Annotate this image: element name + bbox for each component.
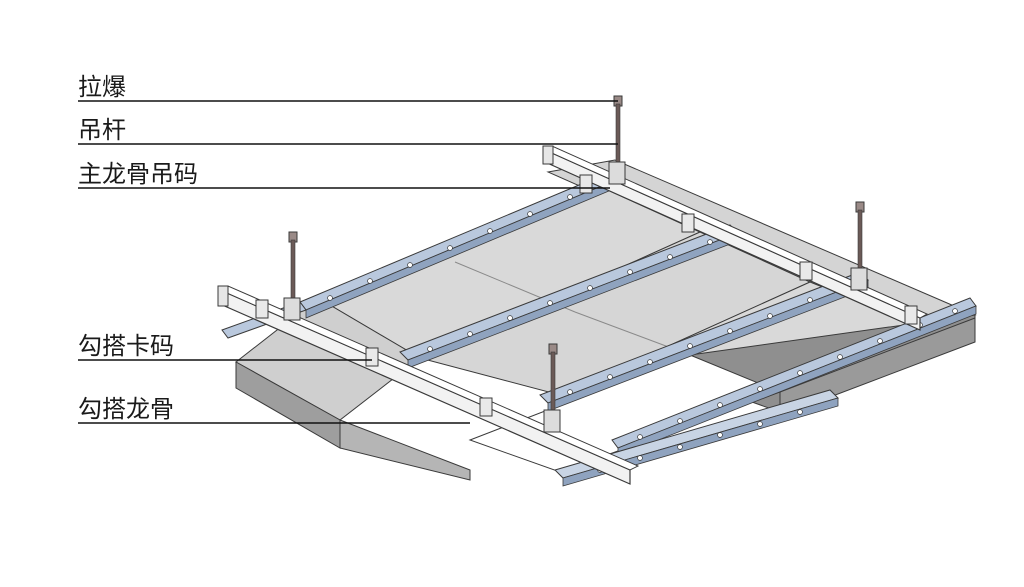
- main-keel-end: [542, 145, 554, 165]
- label-hook-keel: 勾搭龙骨: [78, 395, 174, 423]
- hook-clip: [365, 347, 379, 367]
- hook-clip: [799, 261, 813, 281]
- panel-edge-mid: [339, 419, 471, 481]
- keel-holes: [327, 194, 958, 473]
- main-keel-clip: [543, 409, 561, 433]
- hanger-rod: [550, 351, 556, 415]
- hanger-assembly-2: [283, 231, 301, 321]
- hook-clip: [579, 174, 593, 194]
- hanger-assembly-4: [543, 343, 561, 433]
- hanger-rod: [615, 103, 621, 167]
- main-keels: [217, 145, 929, 485]
- label-expansion-bolt: 拉爆: [78, 73, 126, 101]
- label-hook-clip: 勾搭卡码: [78, 332, 174, 360]
- main-keel-end: [217, 285, 229, 307]
- hanger-rod: [857, 209, 863, 273]
- label-main-keel-clip: 主龙骨吊码: [78, 160, 198, 188]
- main-keel-clip: [608, 161, 626, 185]
- label-hanger-rod: 吊杆: [78, 116, 126, 144]
- hook-clip: [904, 305, 918, 325]
- hook-clip: [681, 213, 695, 233]
- main-keel-clip: [283, 297, 301, 321]
- callouts: 拉爆 吊杆 主龙骨吊码 勾搭卡码 勾搭龙骨: [78, 73, 618, 424]
- hanger-assembly-1: [608, 95, 626, 185]
- hanger-rod: [290, 239, 296, 303]
- hanger-assembly-3: [850, 201, 868, 291]
- hook-clip: [479, 397, 493, 417]
- main-keel-clip: [850, 267, 868, 291]
- hook-clips: [255, 174, 918, 417]
- hook-clip: [255, 299, 269, 319]
